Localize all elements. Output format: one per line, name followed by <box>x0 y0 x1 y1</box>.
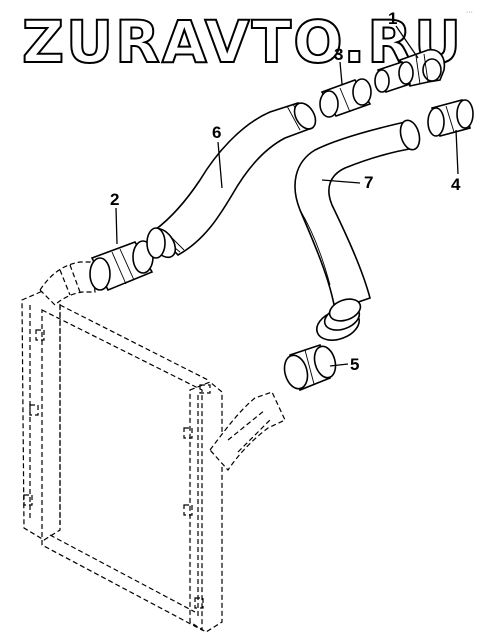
callout-6: 6 <box>212 123 221 142</box>
hose-6 <box>149 102 317 259</box>
leader-lines <box>115 25 459 367</box>
coupling-3 <box>319 78 372 118</box>
callout-4: 4 <box>451 175 461 194</box>
callout-5: 5 <box>350 355 359 374</box>
callout-2: 2 <box>110 190 119 209</box>
intercooler-radiator <box>21 261 286 633</box>
coupling-3a <box>374 60 414 94</box>
watermark-text: ZURAVTO.RU <box>22 8 463 76</box>
corner-mark: ··· <box>466 9 473 16</box>
callout-3: 3 <box>334 45 343 64</box>
coupling-4 <box>427 99 474 137</box>
coupling-5 <box>283 343 337 392</box>
coupling-2 <box>89 227 166 292</box>
hose-7 <box>294 119 421 341</box>
callout-7: 7 <box>364 173 373 192</box>
callout-1: 1 <box>388 9 397 28</box>
